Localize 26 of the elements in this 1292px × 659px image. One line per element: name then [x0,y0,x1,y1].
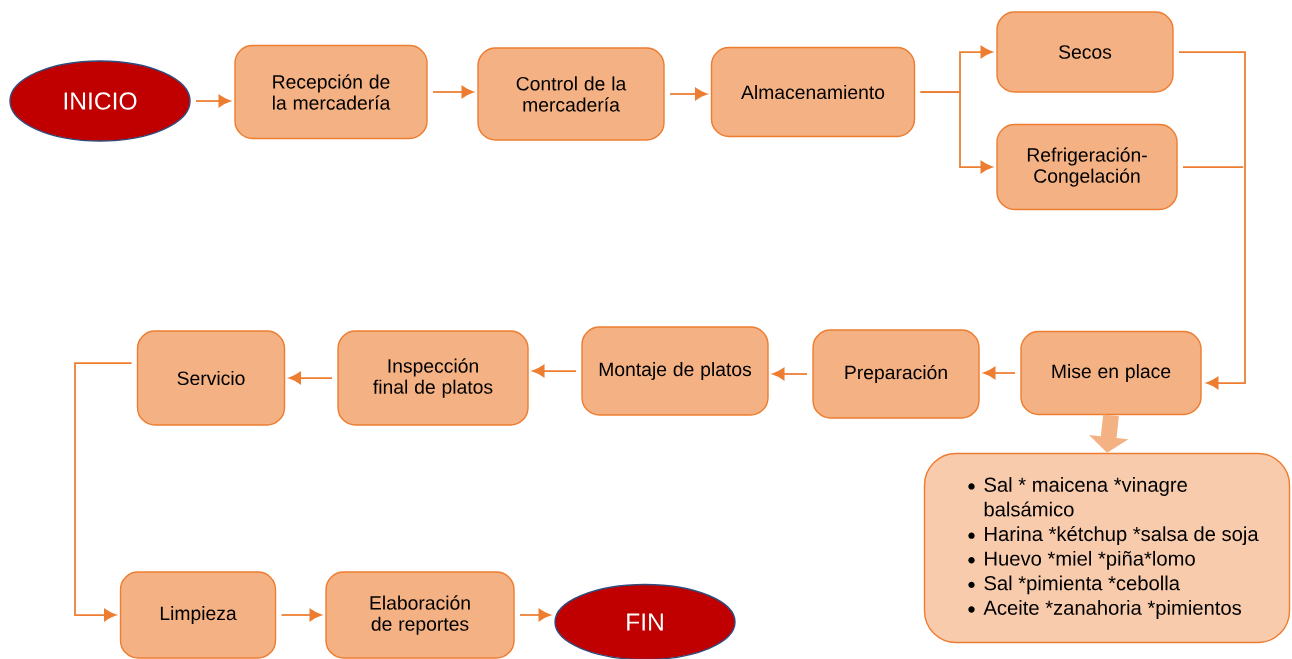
arrow [983,366,1016,380]
process-box: Limpieza [119,571,277,659]
process-box: Control de la mercadería [477,47,665,141]
arrow [280,608,322,622]
ingredient-list-box: Sal * maicena *vinagre balsámico Harina *kétchup *salsa de soja Huevo *miel *piña*lomo Sal *pimienta *cebolla Aceite *zanahoria *pimientos [923,452,1291,644]
process-box: Recepción de la mercadería [234,44,428,140]
arrow [669,87,708,101]
process-box: Preparación [812,329,980,419]
process-box: Elaboración de reportes [325,571,515,659]
process-box: Servicio [136,330,286,426]
arrow [532,364,577,378]
arrow [772,367,808,381]
arrow [74,362,133,622]
arrow [1178,51,1246,390]
arrow [919,91,993,174]
process-box: Refrigeración- Congelación [996,123,1178,211]
process-box: Montaje de platos [581,326,769,416]
process-box: Mise en place [1020,330,1202,416]
line [1182,166,1245,168]
arrow [432,85,474,99]
arrow [519,608,551,622]
process-box: Almacenamiento [710,46,916,138]
arrow [288,371,333,385]
arrow [195,94,231,108]
process-box: Inspección final de platos [337,330,529,426]
process-box: Secos [996,11,1174,93]
